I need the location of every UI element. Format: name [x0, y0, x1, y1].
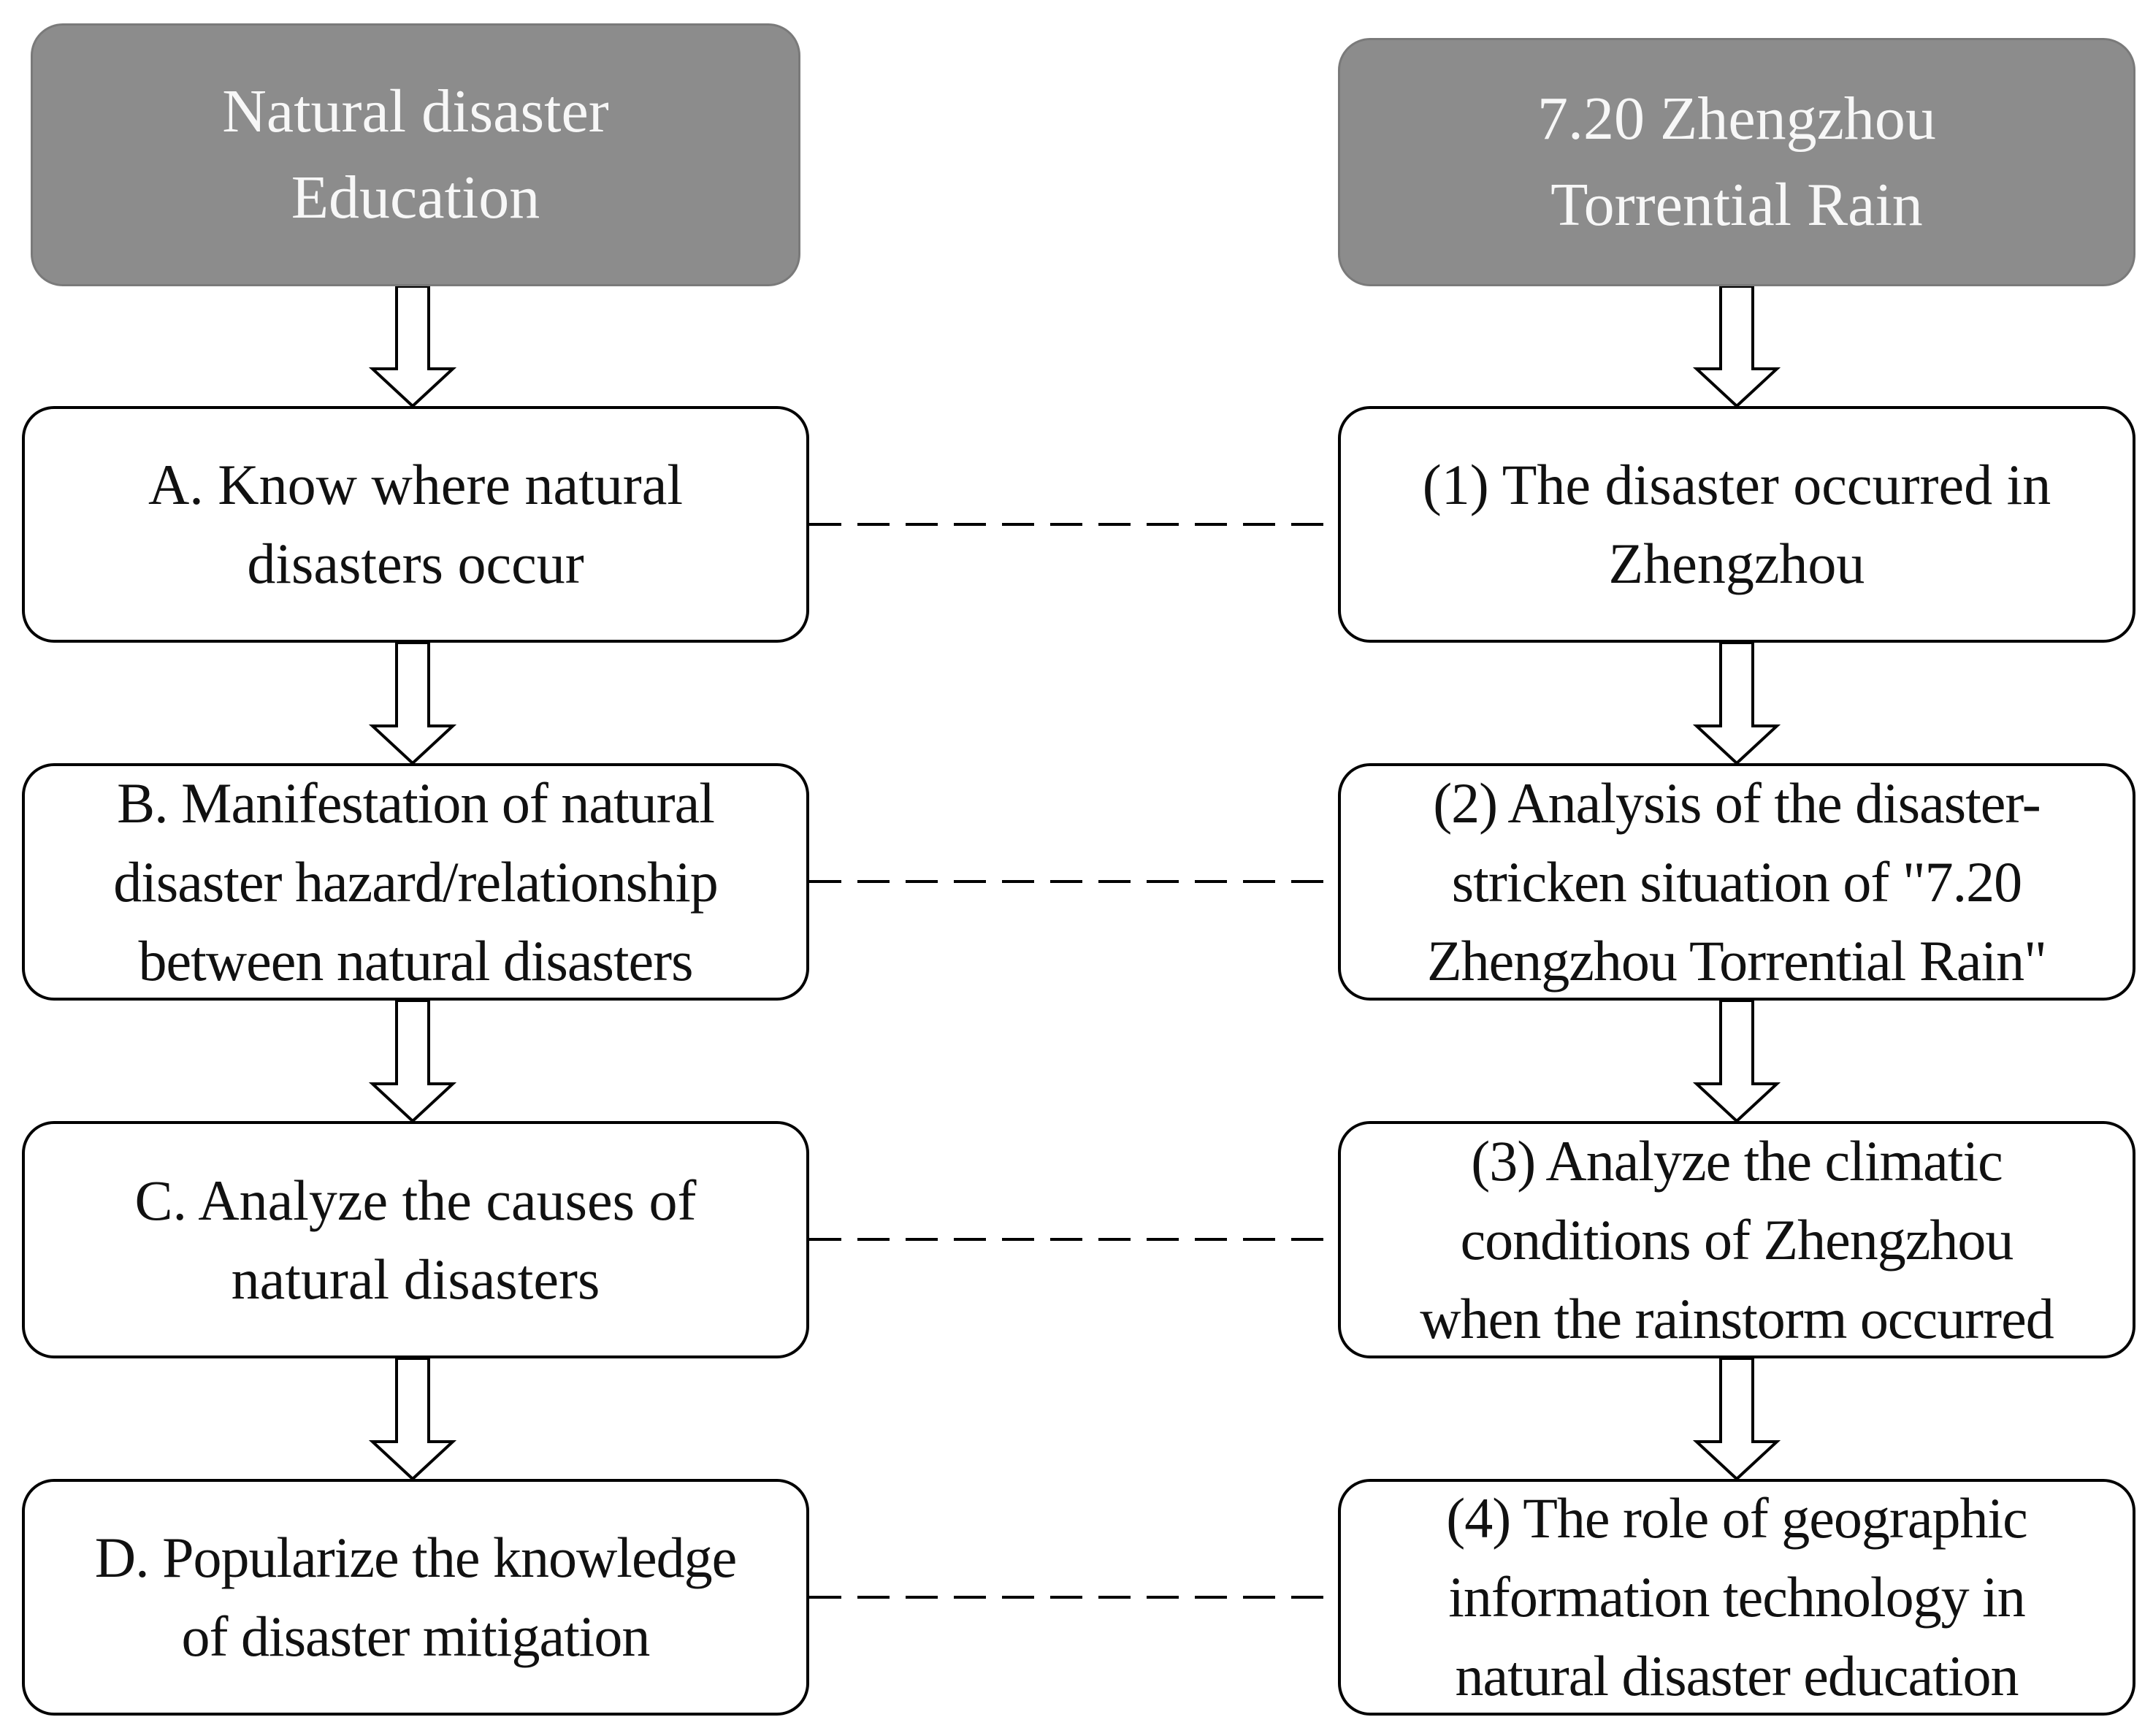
left-step-c-text: C. Analyze the causes of natural disaste… [134, 1168, 697, 1311]
arrow-right-3-to-4 [1692, 1357, 1781, 1481]
left-step-d-box: D. Popularize the knowledge of disaster … [22, 1479, 809, 1716]
arrow-left-b-to-c [368, 999, 457, 1123]
arrow-right-1-to-2 [1692, 641, 1781, 765]
right-step-1-text: (1) The disaster occurred in Zhengzhou [1422, 453, 2051, 595]
left-step-d-text: D. Popularize the knowledge of disaster … [94, 1526, 737, 1668]
arrow-left-a-to-b [368, 641, 457, 765]
left-step-a-text: A. Know where natural disasters occur [148, 453, 684, 595]
right-step-4-box: (4) The role of geographic information t… [1338, 1479, 2135, 1716]
left-header-text: Natural disaster Education [222, 77, 609, 232]
arrow-right-header-to-1 [1692, 285, 1781, 408]
left-step-c-box: C. Analyze the causes of natural disaste… [22, 1121, 809, 1358]
right-header-box: 7.20 Zhengzhou Torrential Rain [1338, 38, 2135, 286]
right-step-4-text: (4) The role of geographic information t… [1446, 1486, 2028, 1708]
right-step-2-text: (2) Analysis of the disaster- stricken s… [1426, 771, 2047, 993]
right-step-2-box: (2) Analysis of the disaster- stricken s… [1338, 763, 2135, 1001]
arrow-left-c-to-d [368, 1357, 457, 1481]
right-header-text: 7.20 Zhengzhou Torrential Rain [1537, 85, 1936, 239]
right-step-1-box: (1) The disaster occurred in Zhengzhou [1338, 406, 2135, 643]
left-header-box: Natural disaster Education [31, 23, 800, 286]
right-step-3-text: (3) Analyze the climatic conditions of Z… [1420, 1128, 2054, 1350]
left-step-b-box: B. Manifestation of natural disaster haz… [22, 763, 809, 1001]
arrow-right-2-to-3 [1692, 999, 1781, 1123]
right-step-3-box: (3) Analyze the climatic conditions of Z… [1338, 1121, 2135, 1358]
left-step-b-text: B. Manifestation of natural disaster haz… [113, 771, 719, 993]
arrow-left-header-to-a [368, 285, 457, 408]
left-step-a-box: A. Know where natural disasters occur [22, 406, 809, 643]
